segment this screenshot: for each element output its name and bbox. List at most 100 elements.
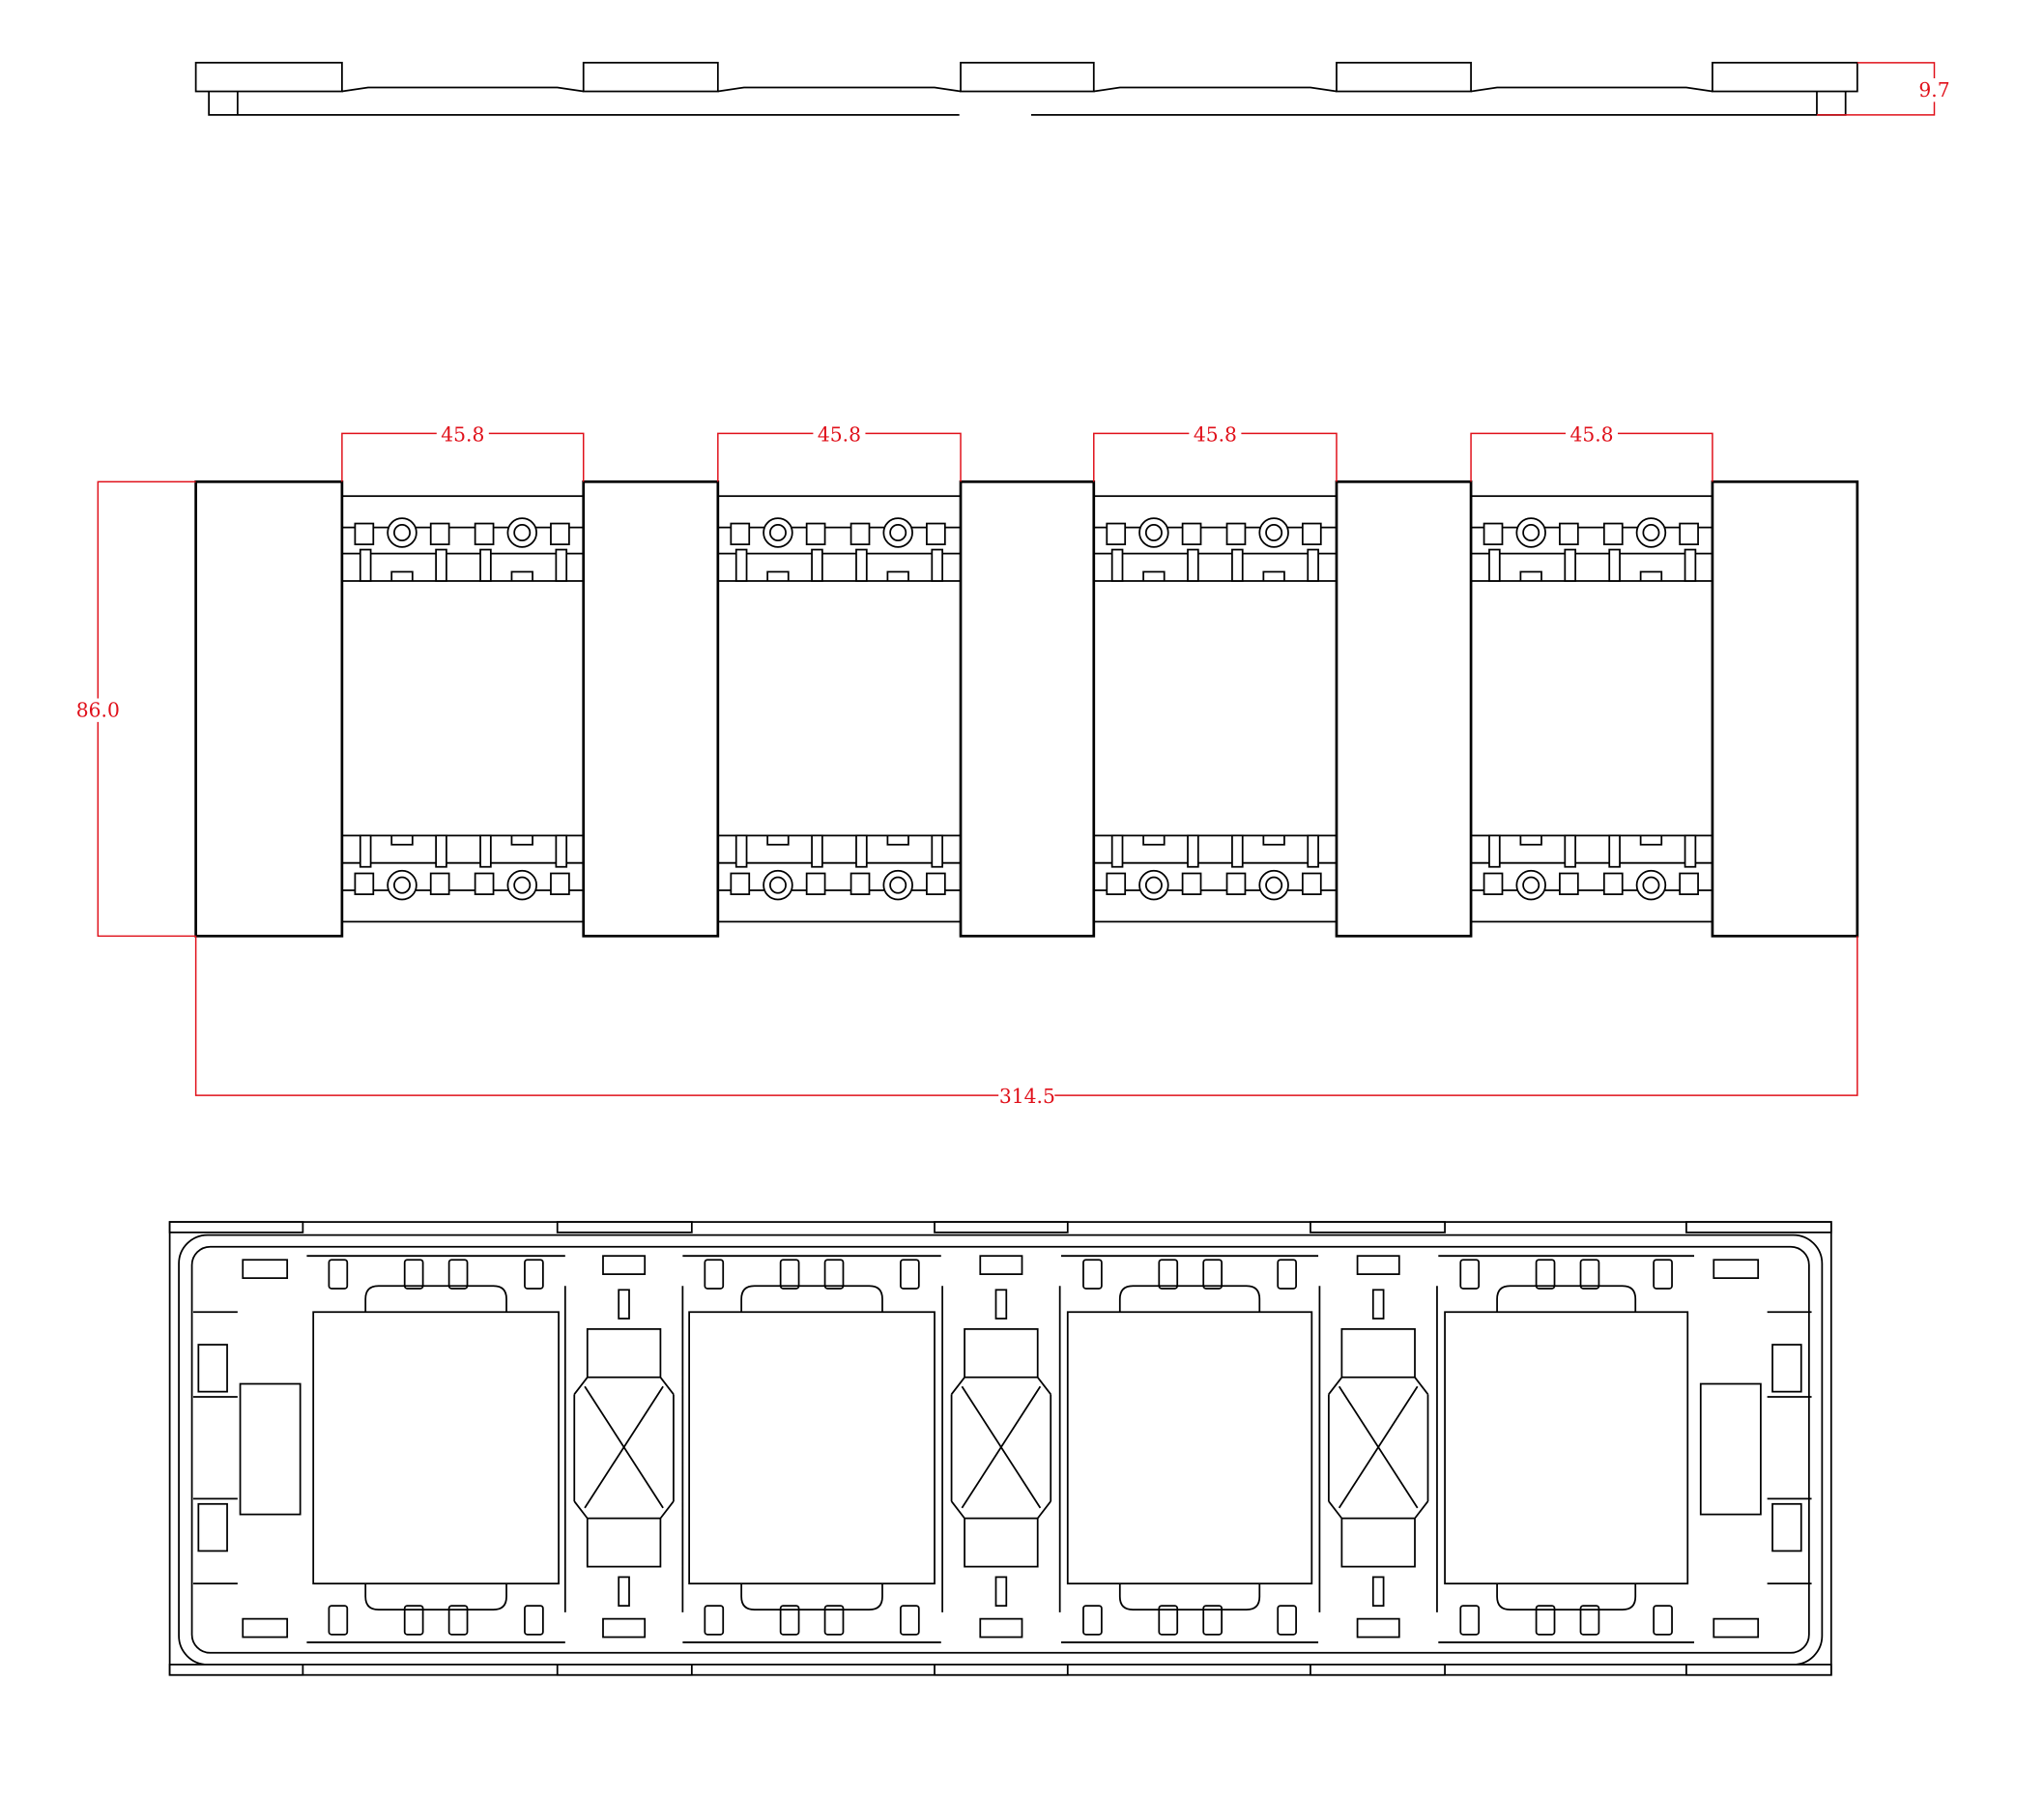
- end-lines: [192, 1311, 238, 1585]
- latch: [479, 548, 492, 582]
- module-outline: [341, 495, 585, 923]
- clip: [1225, 872, 1247, 895]
- clip: [1679, 872, 1699, 895]
- clip: [1301, 872, 1322, 895]
- screw-hole: [1144, 876, 1163, 894]
- screw: [1635, 517, 1667, 548]
- front-view: [194, 479, 1859, 938]
- slot: [447, 1605, 469, 1636]
- cap-front: [959, 479, 1096, 938]
- clip: [354, 522, 375, 546]
- module-opening: [1438, 1255, 1695, 1643]
- slot: [900, 1259, 920, 1290]
- rail-lines: [1471, 526, 1713, 891]
- clip: [1602, 872, 1624, 895]
- screw: [1258, 869, 1289, 901]
- screw-hole: [1642, 876, 1660, 894]
- end-lines: [1767, 1311, 1812, 1585]
- latch: [1110, 548, 1124, 582]
- cap-front: [582, 479, 720, 938]
- opening: [312, 1311, 560, 1585]
- clip: [550, 872, 570, 895]
- screw: [763, 517, 793, 548]
- dimension-line: [1470, 432, 1713, 482]
- latch: [855, 548, 868, 582]
- clip: [926, 872, 946, 895]
- inner-frame: [178, 1233, 1824, 1666]
- pin: [1371, 1289, 1385, 1320]
- tab-top: [168, 1221, 304, 1233]
- slot: [1459, 1259, 1481, 1290]
- module-frame: [341, 495, 585, 923]
- slot: [328, 1605, 349, 1636]
- latch: [435, 548, 447, 582]
- connector: [1713, 1617, 1760, 1639]
- module-outline: [1470, 495, 1713, 923]
- clip: [1602, 522, 1624, 546]
- screw-hole: [768, 876, 787, 894]
- screw: [1258, 517, 1289, 548]
- screw-hole: [393, 876, 411, 894]
- inner-frame-2: [190, 1245, 1810, 1654]
- latch: [1231, 834, 1244, 868]
- connector: [979, 1617, 1023, 1639]
- module-frame: [1092, 495, 1338, 923]
- clip: [1679, 522, 1699, 546]
- screw: [506, 869, 537, 901]
- opening-rim: [682, 1255, 941, 1643]
- latch: [359, 834, 372, 868]
- notch: [510, 570, 533, 846]
- latch: [811, 834, 823, 868]
- cap-top: [582, 61, 719, 93]
- slot: [1579, 1259, 1600, 1290]
- slot: [403, 1259, 424, 1290]
- strut-lattice: [941, 1286, 1061, 1612]
- latch: [479, 834, 492, 868]
- top-view: [194, 61, 1858, 116]
- tab-top: [934, 1221, 1069, 1233]
- slot: [524, 1605, 544, 1636]
- strut: [1318, 1255, 1438, 1639]
- slot: [1158, 1605, 1179, 1636]
- slot: [1158, 1259, 1179, 1290]
- latch: [734, 548, 748, 582]
- pin: [994, 1289, 1008, 1320]
- module-opening: [1061, 1255, 1319, 1643]
- slot: [403, 1605, 424, 1636]
- module-width-label: 45.8: [1194, 422, 1237, 446]
- clip: [1106, 872, 1127, 895]
- slot: [823, 1259, 845, 1290]
- module-frame: [1470, 495, 1713, 923]
- clip: [926, 522, 946, 546]
- total-width-label: 314.5: [999, 1085, 1055, 1108]
- strut: [941, 1255, 1061, 1639]
- clip: [474, 872, 495, 895]
- screw: [506, 517, 537, 548]
- opening: [1444, 1311, 1689, 1585]
- tab-top: [1685, 1221, 1832, 1233]
- depth-label: 9.7: [1918, 78, 1949, 102]
- latch: [1307, 834, 1319, 868]
- opening: [688, 1311, 936, 1585]
- latch: [1488, 548, 1501, 582]
- strut-lattice: [1318, 1286, 1438, 1612]
- latch: [931, 548, 943, 582]
- dimension-line: [717, 432, 962, 482]
- slot: [1202, 1259, 1224, 1290]
- total-width-dimension: 314.5: [194, 936, 1858, 1108]
- rail-lines: [717, 526, 962, 891]
- tab-bottom: [556, 1664, 693, 1676]
- opening-rim: [306, 1255, 565, 1643]
- clip: [805, 872, 826, 895]
- clip: [1181, 872, 1202, 895]
- notch: [1519, 570, 1542, 846]
- module-outline: [716, 495, 962, 923]
- notch: [1262, 570, 1285, 846]
- notch: [1639, 570, 1663, 846]
- slot: [1277, 1259, 1297, 1290]
- cap-top: [194, 61, 343, 93]
- module-edge: [341, 86, 584, 93]
- latch: [435, 834, 447, 868]
